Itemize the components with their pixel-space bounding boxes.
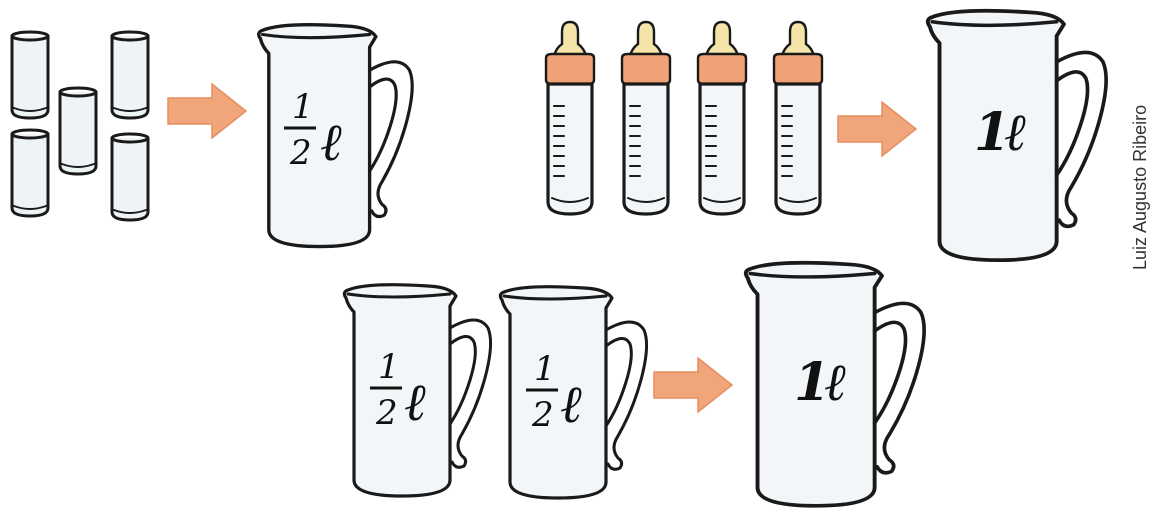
half-denominator: 2 xyxy=(531,395,554,435)
unit-liter: ℓ xyxy=(560,375,582,435)
baby-bottle-icon xyxy=(546,22,594,214)
arrow-icon xyxy=(168,84,246,138)
baby-bottle-icon xyxy=(774,22,822,214)
bottles-group xyxy=(546,22,822,214)
baby-bottle-icon xyxy=(698,22,746,214)
unit-liter: ℓ xyxy=(1004,103,1026,163)
arrow-icon xyxy=(838,102,916,156)
label-one-liter-1: 1 ℓ xyxy=(974,102,1026,163)
unit-liter: ℓ xyxy=(404,373,426,433)
half-numerator: 1 xyxy=(292,87,314,127)
glasses-group xyxy=(12,32,148,220)
unit-liter: ℓ xyxy=(824,353,846,413)
glass-icon xyxy=(112,134,148,220)
arrow-icon xyxy=(654,358,732,412)
half-numerator: 1 xyxy=(534,349,556,389)
baby-bottle-icon xyxy=(622,22,670,214)
glass-icon xyxy=(12,130,48,216)
label-one-liter-2: 1 ℓ xyxy=(794,352,846,413)
illustrator-credit: Luiz Augusto Ribeiro xyxy=(1130,10,1150,270)
half-denominator: 2 xyxy=(289,133,312,173)
glass-icon xyxy=(60,88,96,174)
half-numerator: 1 xyxy=(378,347,400,387)
unit-liter: ℓ xyxy=(320,113,342,173)
glass-icon xyxy=(12,32,48,118)
half-denominator: 2 xyxy=(375,393,398,433)
glass-icon xyxy=(112,32,148,118)
